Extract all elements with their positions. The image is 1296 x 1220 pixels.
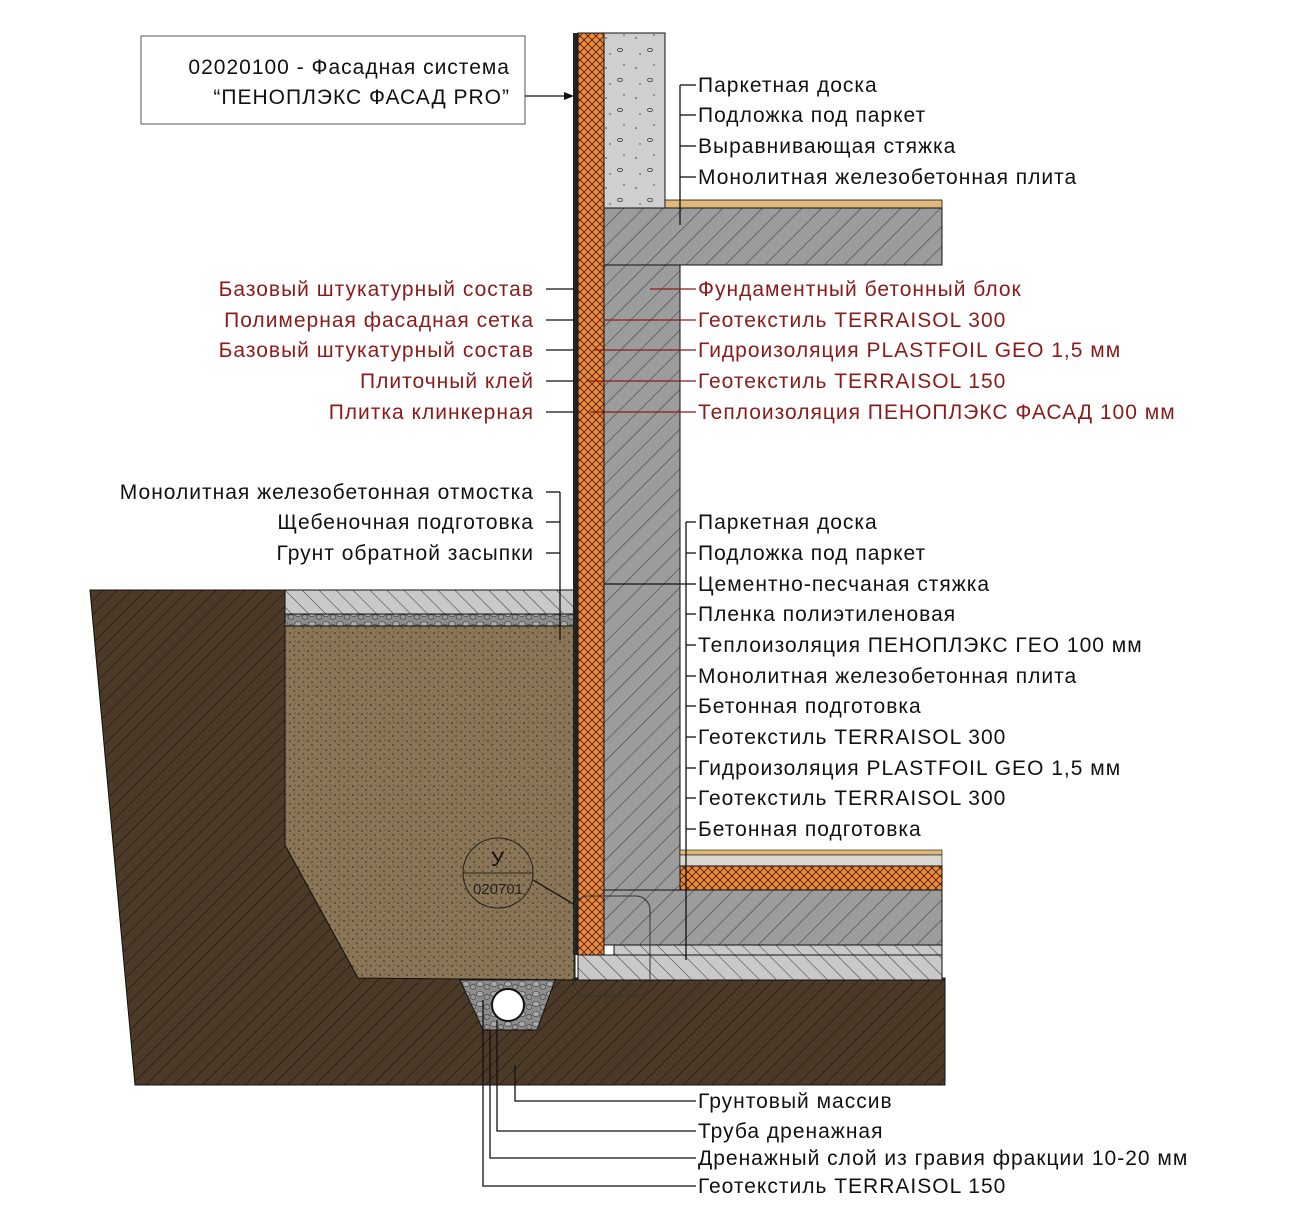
label-material-right: Геотекстиль TERRAISOL 300 — [698, 309, 1006, 332]
floor-slab-lower — [603, 889, 943, 946]
upper-wall — [603, 32, 666, 209]
concrete-prep — [577, 954, 943, 981]
blind-area-slab — [284, 589, 576, 615]
plaster-layer — [573, 33, 578, 955]
label-material-right: Гидроизоляция PLASTFOIL GEO 1,5 мм — [698, 339, 1121, 362]
label-top-right: Паркетная доска — [698, 74, 878, 97]
label-exterior: Грунт обратной засыпки — [277, 542, 534, 565]
label-floor-layer: Бетонная подготовка — [698, 818, 922, 841]
parquet-upper — [664, 199, 943, 209]
label-exterior: Щебеночная подготовка — [277, 511, 534, 534]
arrow-icon — [564, 92, 574, 100]
system-code-title: 02020100 - Фасадная система — [188, 56, 510, 79]
label-ground: Дренажный слой из гравия фракции 10-20 м… — [698, 1147, 1188, 1170]
foundation-block — [603, 264, 681, 891]
label-floor-layer: Гидроизоляция PLASTFOIL GEO 1,5 мм — [698, 757, 1121, 780]
label-top-right: Выравнивающая стяжка — [698, 135, 956, 158]
system-name: “ПЕНОПЛЭКС ФАСАД PRO” — [213, 86, 510, 109]
facade-insulation — [577, 32, 605, 956]
label-material-right: Фундаментный бетонный блок — [698, 278, 1022, 301]
parquet-lower — [679, 849, 943, 856]
label-ground: Грунтовый массив — [698, 1090, 893, 1113]
drain-pipe — [491, 988, 525, 1022]
label-material-right: Геотекстиль TERRAISOL 150 — [698, 370, 1006, 393]
crushed-stone-layer — [284, 613, 576, 627]
label-floor-layer: Монолитная железобетонная плита — [698, 665, 1077, 688]
label-ground: Геотекстиль TERRAISOL 150 — [698, 1175, 1006, 1198]
label-finish-left: Базовый штукатурный состав — [219, 278, 534, 301]
label-floor-layer: Геотекстиль TERRAISOL 300 — [698, 726, 1006, 749]
screed — [679, 854, 943, 867]
label-floor-layer: Геотекстиль TERRAISOL 300 — [698, 787, 1006, 810]
label-finish-left: Плитка клинкерная — [329, 401, 534, 424]
detail-callout[interactable]: У 020701 — [462, 837, 576, 909]
system-title-box: 02020100 - Фасадная система “ПЕНОПЛЭКС Ф… — [140, 35, 574, 125]
detail-outline — [573, 895, 651, 997]
label-floor-layer: Подложка под паркет — [698, 542, 926, 565]
label-finish-left: Полимерная фасадная сетка — [224, 309, 534, 332]
concrete-prep-upper — [613, 944, 943, 956]
label-exterior: Монолитная железобетонная отмостка — [120, 481, 534, 504]
label-floor-layer: Цементно-песчаная стяжка — [698, 573, 990, 596]
label-ground: Труба дренажная — [698, 1120, 883, 1143]
label-floor-layer: Пленка полиэтиленовая — [698, 603, 956, 626]
label-material-right: Теплоизоляция ПЕНОПЛЭКС ФАСАД 100 мм — [698, 401, 1176, 424]
label-top-right: Подложка под паркет — [698, 104, 926, 127]
label-floor-layer: Теплоизоляция ПЕНОПЛЭКС ГЕО 100 мм — [698, 634, 1143, 657]
label-finish-left: Базовый штукатурный состав — [219, 339, 534, 362]
label-top-right: Монолитная железобетонная плита — [698, 166, 1077, 189]
floor-insulation — [679, 865, 943, 891]
label-floor-layer: Паркетная доска — [698, 511, 878, 534]
callout-code: 020701 — [473, 881, 523, 898]
label-floor-layer: Бетонная подготовка — [698, 695, 922, 718]
label-finish-left: Плиточный клей — [360, 370, 534, 393]
floor-slab-upper — [603, 207, 943, 266]
callout-letter: У — [491, 848, 505, 871]
